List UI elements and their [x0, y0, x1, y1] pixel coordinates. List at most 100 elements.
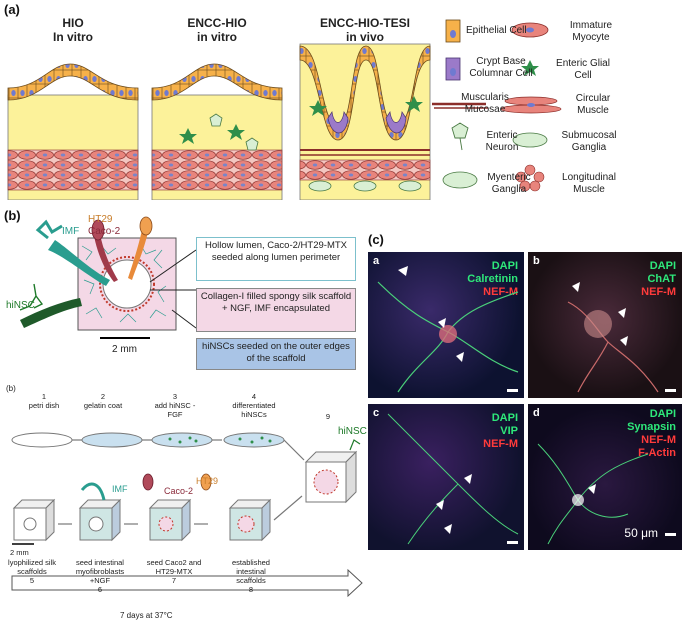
stain-d-3: NEF-M: [641, 434, 676, 446]
encc-hio-title: ENCC-HIO in vitro: [152, 16, 282, 44]
step-8-cube: [228, 498, 272, 542]
hinsc-cell-icon: [19, 283, 44, 311]
micrograph-d-neurites: [537, 443, 649, 545]
scaffold-description: Collagen-I filled spongy silk scaffold +…: [196, 288, 356, 332]
ht29-pipette: [128, 230, 148, 280]
timeline-label: 7 days at 37°C: [120, 611, 173, 620]
step-3-num: 3: [172, 392, 178, 401]
micrograph-a-neurites: [377, 266, 519, 393]
stain-d-1: DAPI: [649, 408, 676, 420]
legend-enteric-glial-cell: Enteric Glial Cell: [556, 58, 610, 81]
legend-longitudinal-muscle: Longitudinal Muscle: [562, 172, 616, 195]
legend-epithelial-cell: Epithelial Cell: [466, 25, 527, 36]
ht29-label: HT29: [88, 214, 113, 225]
encc-hio-tesi-title-line2: in vivo: [345, 30, 384, 44]
hio-title-line2: In vitro: [52, 30, 93, 44]
step-9-hinsc-label: hiNSC: [338, 426, 367, 437]
muscularis-mucosae-icon: [432, 102, 488, 109]
scale-bar-c: [507, 541, 518, 544]
step-1-text: petri dish: [28, 401, 60, 410]
encc-hio-title-line2: in vitro: [196, 30, 237, 44]
micrograph-c-letter: c: [373, 407, 380, 419]
micrograph-a-letter: a: [373, 255, 380, 267]
step-6-cube: [78, 498, 122, 542]
step-5-num: 5: [29, 576, 35, 585]
stain-a-2: Calretinin: [467, 273, 518, 285]
micrograph-c-stains: DAPI VIP NEF-M: [483, 412, 518, 451]
panel-a-letter: (a): [4, 2, 20, 17]
stain-b-3: NEF-M: [641, 286, 676, 298]
step-6-num: 6: [97, 585, 103, 594]
imf-label: IMF: [62, 226, 80, 237]
longitudinal-muscle-icon: [515, 164, 545, 192]
step-6-text: seed intestinal myofibroblasts +NGF: [75, 558, 125, 585]
step-9-cube: [304, 450, 358, 504]
step-5-cube: [12, 498, 56, 542]
enteric-neuron-icon: [451, 122, 469, 151]
stain-b-1: DAPI: [649, 260, 676, 272]
scale-2mm-label: 2 mm: [112, 344, 137, 355]
workflow-ht29-label: HT29: [196, 476, 219, 486]
legend-muscularis-mucosae: Muscularis Mucosae: [461, 92, 509, 115]
legend-submucosal-ganglia: Submucosal Ganglia: [561, 130, 617, 153]
encc-hio-title-line1: ENCC-HIO: [187, 16, 247, 30]
workflow-illustration: [11, 432, 363, 598]
workflow-letter: (b): [6, 384, 16, 393]
stain-d-4: F-Actin: [638, 447, 676, 459]
micrograph-b-stains: DAPI ChAT NEF-M: [641, 260, 676, 299]
step-2-text: gelatin coat: [83, 401, 123, 410]
legend-crypt-base-columnar-cell: Crypt Base Columnar Cell: [469, 56, 533, 79]
step-4-num: 4: [251, 392, 257, 401]
workflow-caco2-label: Caco-2: [164, 486, 194, 496]
stain-a-1: DAPI: [491, 260, 518, 272]
timeline-arrow: [11, 568, 363, 598]
stain-c-2: VIP: [500, 425, 518, 437]
encc-hio-diagram: [151, 63, 283, 200]
step-7-text: seed Caco2 and HT29-MTX: [146, 558, 202, 576]
legend-immature-myocyte: Immature Myocyte: [569, 20, 613, 43]
hinsc-description: hiNSCs seeded on the outer edges of the …: [196, 338, 356, 370]
submucosal-ganglia-icon: [512, 132, 548, 148]
imf-cell-icon: [35, 219, 63, 240]
step-7-cube: [148, 498, 192, 542]
encc-hio-tesi-title: ENCC-HIO-TESI in vivo: [300, 16, 430, 44]
enteric-glial-cell-icon: [521, 60, 539, 76]
micrograph-b-neurites: [567, 282, 659, 393]
step-7-num: 7: [171, 576, 177, 585]
step-5-text: lyophilized silk scaffolds: [8, 558, 56, 576]
panel-b-letter: (b): [4, 208, 21, 223]
panel-c-letter: (c): [368, 232, 384, 247]
micrograph-c: c DAPI VIP NEF-M: [368, 404, 524, 550]
scale-bar-a: [507, 389, 518, 392]
hio-title: HIO In vitro: [8, 16, 138, 44]
hinsc-label: hiNSC: [6, 300, 35, 311]
step-8-text: established intestinal scaffolds: [232, 558, 270, 585]
step-9-num: 9: [325, 412, 331, 421]
legend-circular-muscle: Circular Muscle: [575, 93, 611, 116]
scaffold-schematic: [19, 216, 197, 339]
workflow-imf-label: IMF: [112, 484, 128, 494]
step-3-text: add hiNSC -FGF: [154, 401, 196, 419]
step-8-num: 8: [248, 585, 254, 594]
legend-myenteric-ganglia: Myenteric Ganglia: [487, 172, 531, 195]
stain-d-2: Synapsin: [627, 421, 676, 433]
imf-pipette: [48, 240, 110, 286]
stain-c-3: NEF-M: [483, 438, 518, 450]
circular-muscle-icon: [500, 96, 562, 114]
myenteric-ganglia-icon: [442, 171, 478, 189]
hinsc-pipette: [20, 298, 82, 328]
workflow-scale-label: 2 mm: [10, 548, 29, 557]
micrograph-b: b DAPI ChAT NEF-M: [528, 252, 682, 398]
caco2-pipette: [94, 234, 118, 282]
scale-label-50um: 50 μm: [624, 526, 658, 540]
encc-hio-tesi-title-line1: ENCC-HIO-TESI: [320, 16, 410, 30]
scale-bar-d: [665, 533, 676, 536]
micrograph-d: d DAPI Synapsin NEF-M F-Actin 50 μm: [528, 404, 682, 550]
